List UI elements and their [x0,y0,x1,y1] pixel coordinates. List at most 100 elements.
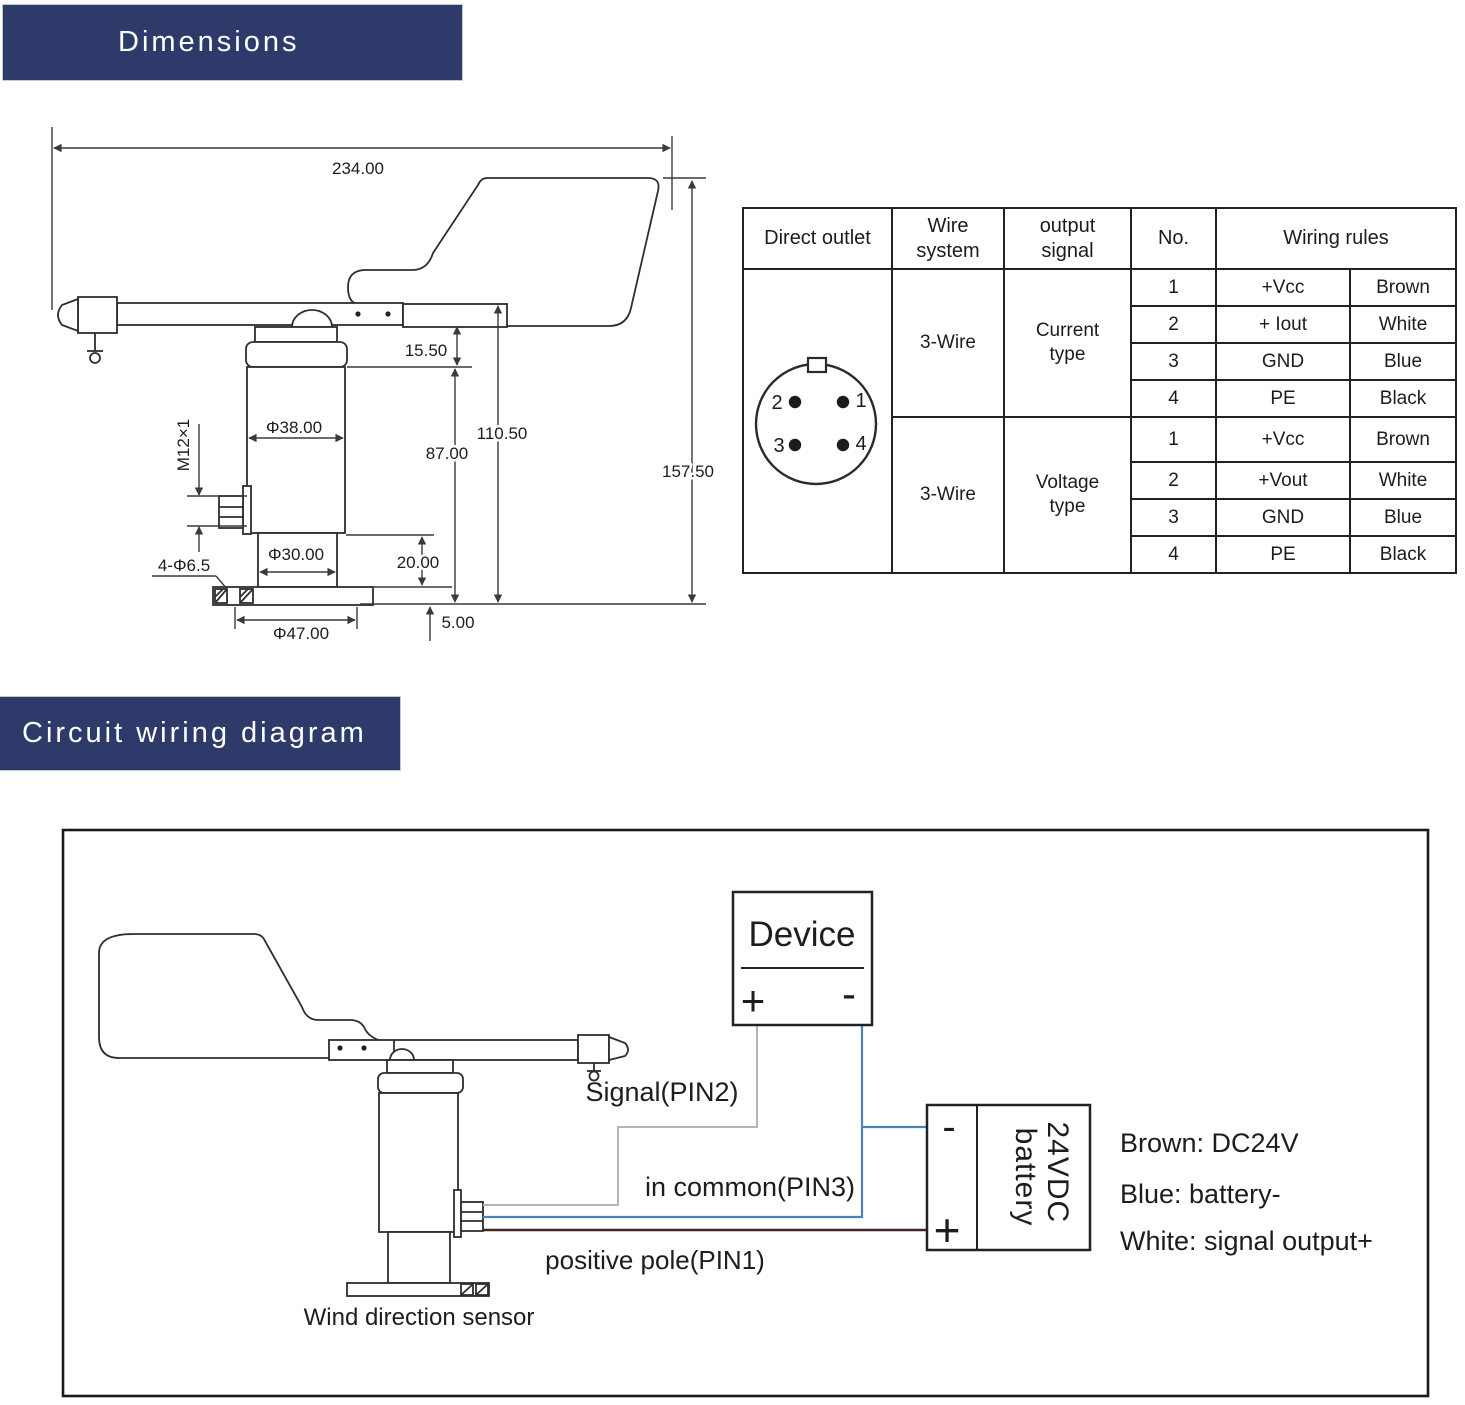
col-header-no: No. [1130,207,1217,270]
sensor-caption: Wind direction sensor [304,1304,535,1331]
sensor-body-2 [378,1092,459,1233]
mounting-flange [212,586,374,606]
pin-function: +Vout [1215,461,1351,500]
pin-no: 3 [1130,498,1217,537]
pin-color: Black [1349,379,1457,418]
connector-pin-3-label: 3 [773,435,784,457]
wire-system-current: 3-Wire [891,268,1005,418]
connector-pin-2 [788,395,802,409]
counterweight-cone [57,297,79,333]
sensor-neck [257,532,338,588]
dim-label-157-5: 157.50 [662,462,714,481]
dimensions-header: Dimensions [3,5,462,80]
pin-no: 1 [1130,268,1217,307]
counterweight-screw-2 [587,1063,601,1082]
counterweight-block-2 [577,1034,610,1064]
sensor-neck-2 [387,1231,451,1284]
dim-label-20: 20.00 [397,553,440,572]
dim-label-87: 87.00 [426,444,469,463]
connector-plate [242,485,252,535]
circuit-header-label: Circuit wiring diagram [22,717,367,749]
connector-pin-4-label: 4 [855,433,866,455]
circuit-wiring-diagram: Device + - - + 24VDC battery Signal(PIN2… [61,828,1430,1398]
output-signal-voltage: Voltage type [1003,416,1132,574]
rivet [385,311,391,317]
dim-label-4d65: 4-Φ6.5 [158,556,210,575]
dim-label-m12: M12×1 [174,419,193,471]
col-header-output-signal-label: output signal [1039,214,1096,262]
connector-pin-3 [788,438,802,452]
common-wire [483,1026,864,1219]
vane-plate [347,177,660,327]
col-header-wire-system-label: Wire system [916,214,980,262]
signal-wire-label: Signal(PIN2) [585,1077,738,1107]
circuit-header: Circuit wiring diagram [0,697,400,770]
device-plus: + [741,977,766,1024]
output-signal-voltage-label: Voltage type [1035,472,1100,517]
dim-label-234: 234.00 [332,159,384,178]
housing-cap [245,341,348,368]
pin-no: 1 [1130,416,1217,463]
connector-key-notch [806,356,828,374]
col-header-wire-system: Wire system [891,207,1005,270]
battery-box: - + 24VDC battery [925,1103,1092,1256]
output-signal-current: Current type [1003,268,1132,418]
connector-pin-4 [836,438,850,452]
legend-brown: Brown: DC24V [1120,1128,1299,1158]
bearing-dome [291,309,333,328]
connector-pin-2-label: 2 [771,392,782,414]
housing-step-2 [386,1059,454,1074]
connector-pin-1 [836,395,850,409]
pin-color: Blue [1349,498,1457,537]
pin-function: GND [1215,498,1351,537]
pin-color: White [1349,461,1457,500]
device-title: Device [749,915,856,954]
pin-function: PE [1215,535,1351,574]
rivet [361,1045,367,1051]
housing-cap-2 [377,1072,464,1094]
vane-clamp [402,303,508,328]
dimension-drawing: 234.00 15.50 Φ38.00 M12×1 110.50 87.00 1… [51,127,717,646]
flange-hatch [214,588,254,604]
output-signal-current-label: Current type [1035,320,1100,365]
connector-plate-2 [453,1189,462,1238]
pin-function: + Iout [1215,305,1351,344]
wire-system-voltage: 3-Wire [891,416,1005,574]
pin-color: Blue [1349,342,1457,381]
flange-hatch-2 [460,1283,489,1296]
dimension-lines [51,127,706,641]
connector-nut [218,495,244,529]
battery-plus: + [934,1204,961,1256]
pin-no: 4 [1130,379,1217,418]
dim-label-d30: Φ30.00 [268,545,324,564]
device-box: Device + - [731,890,874,1027]
battery-label: 24VDC battery [1009,1121,1074,1232]
pin-function: GND [1215,342,1351,381]
pin-function: +Vcc [1215,268,1351,307]
dim-label-d38: Φ38.00 [266,418,322,437]
wiring-table: Direct outlet Wire system output signal … [742,207,1457,574]
dimensions-header-label: Dimensions [118,26,300,58]
battery-minus: - [942,1105,955,1149]
pin-function: PE [1215,379,1351,418]
pin-color: Brown [1349,416,1457,463]
wire-color-legend: Brown: DC24V Blue: battery- White: signa… [1120,1128,1373,1256]
connector-nut-2 [460,1201,484,1232]
mounting-flange-2 [346,1282,490,1297]
dim-label-5: 5.00 [441,613,474,632]
rivet [337,1045,343,1051]
direct-outlet-cell: 2 1 3 4 [742,268,893,574]
signal-wire [483,1026,758,1206]
sensor-body [246,366,346,534]
connector-diagram: 2 1 3 4 [754,356,878,486]
positive-wire-label: positive pole(PIN1) [545,1245,765,1275]
dim-label-15-5: 15.50 [405,341,448,360]
legend-blue: Blue: battery- [1120,1179,1281,1209]
bearing-dome-2 [389,1048,415,1061]
vane-rod-2 [328,1039,579,1061]
legend-white: White: signal output+ [1120,1226,1373,1256]
common-wire-label: in common(PIN3) [645,1172,855,1202]
pin-no: 2 [1130,461,1217,500]
